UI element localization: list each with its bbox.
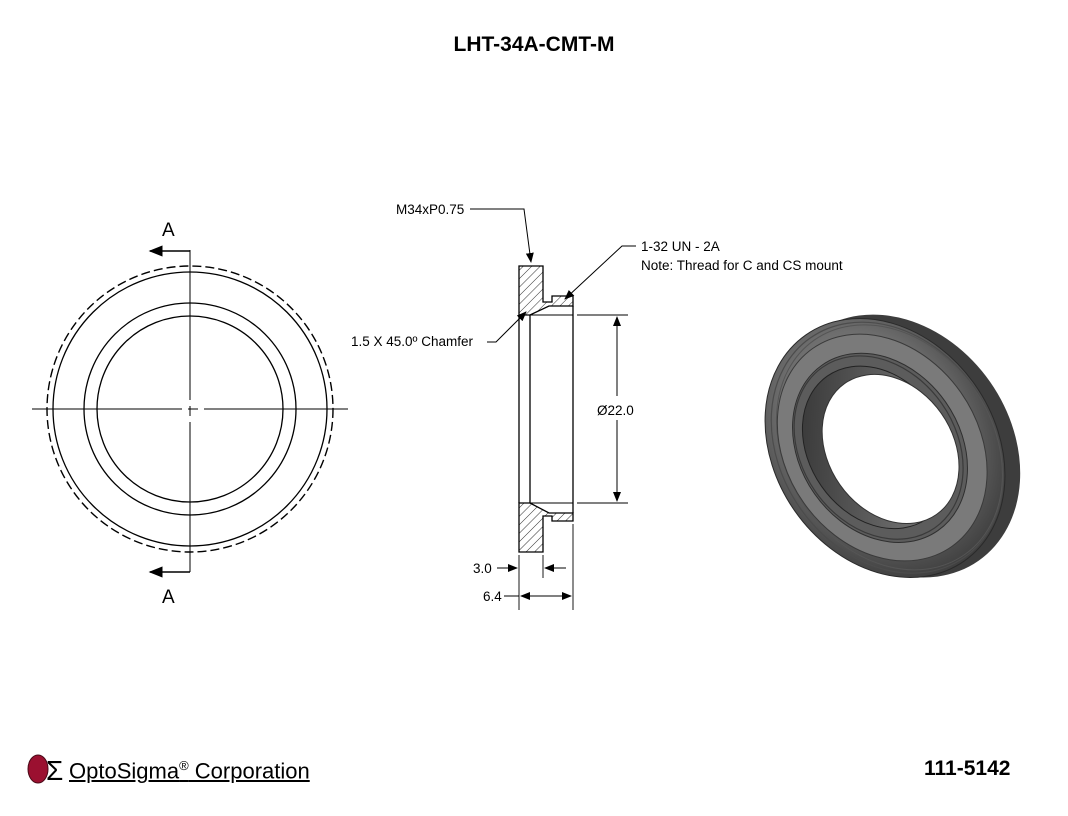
optosigma-logo-icon: Σ <box>27 754 63 786</box>
mount-thread <box>793 355 964 540</box>
bore-opening <box>821 373 960 525</box>
section-label-top: A <box>162 220 175 241</box>
section-view: M34xP0.75 1-32 UN - 2A Note: Thread for … <box>351 202 843 610</box>
front-view: A A <box>32 220 348 608</box>
mount-thread-note: Note: Thread for C and CS mount <box>641 258 843 273</box>
drawing-title: LHT-34A-CMT-M <box>453 33 615 56</box>
part-number: 111-5142 <box>924 757 1011 780</box>
thread-groove-2 <box>775 324 1003 571</box>
mount-thread-leader <box>564 245 636 300</box>
mount-thread-callout: 1-32 UN - 2A <box>641 239 720 254</box>
section-upper-flange <box>518 265 574 316</box>
chamfer-callout: 1.5 X 45.0º Chamfer <box>351 334 473 349</box>
isometric-view <box>764 314 1021 578</box>
chamfer-leader <box>487 311 527 343</box>
thread-callout: M34xP0.75 <box>396 202 464 217</box>
thread-groove-1 <box>770 321 1004 574</box>
company-logo: Σ OptoSigma® Corporation <box>26 751 310 786</box>
section-lower-flange <box>518 502 574 553</box>
bore-diameter-label: Ø22.0 <box>597 403 634 418</box>
svg-text:Σ: Σ <box>46 755 63 786</box>
section-label-bottom: A <box>162 587 175 608</box>
dim-small-label: 3.0 <box>473 561 492 576</box>
thread-leader <box>470 208 534 263</box>
company-name: OptoSigma® Corporation <box>69 758 310 784</box>
dim-total-label: 6.4 <box>483 589 502 604</box>
